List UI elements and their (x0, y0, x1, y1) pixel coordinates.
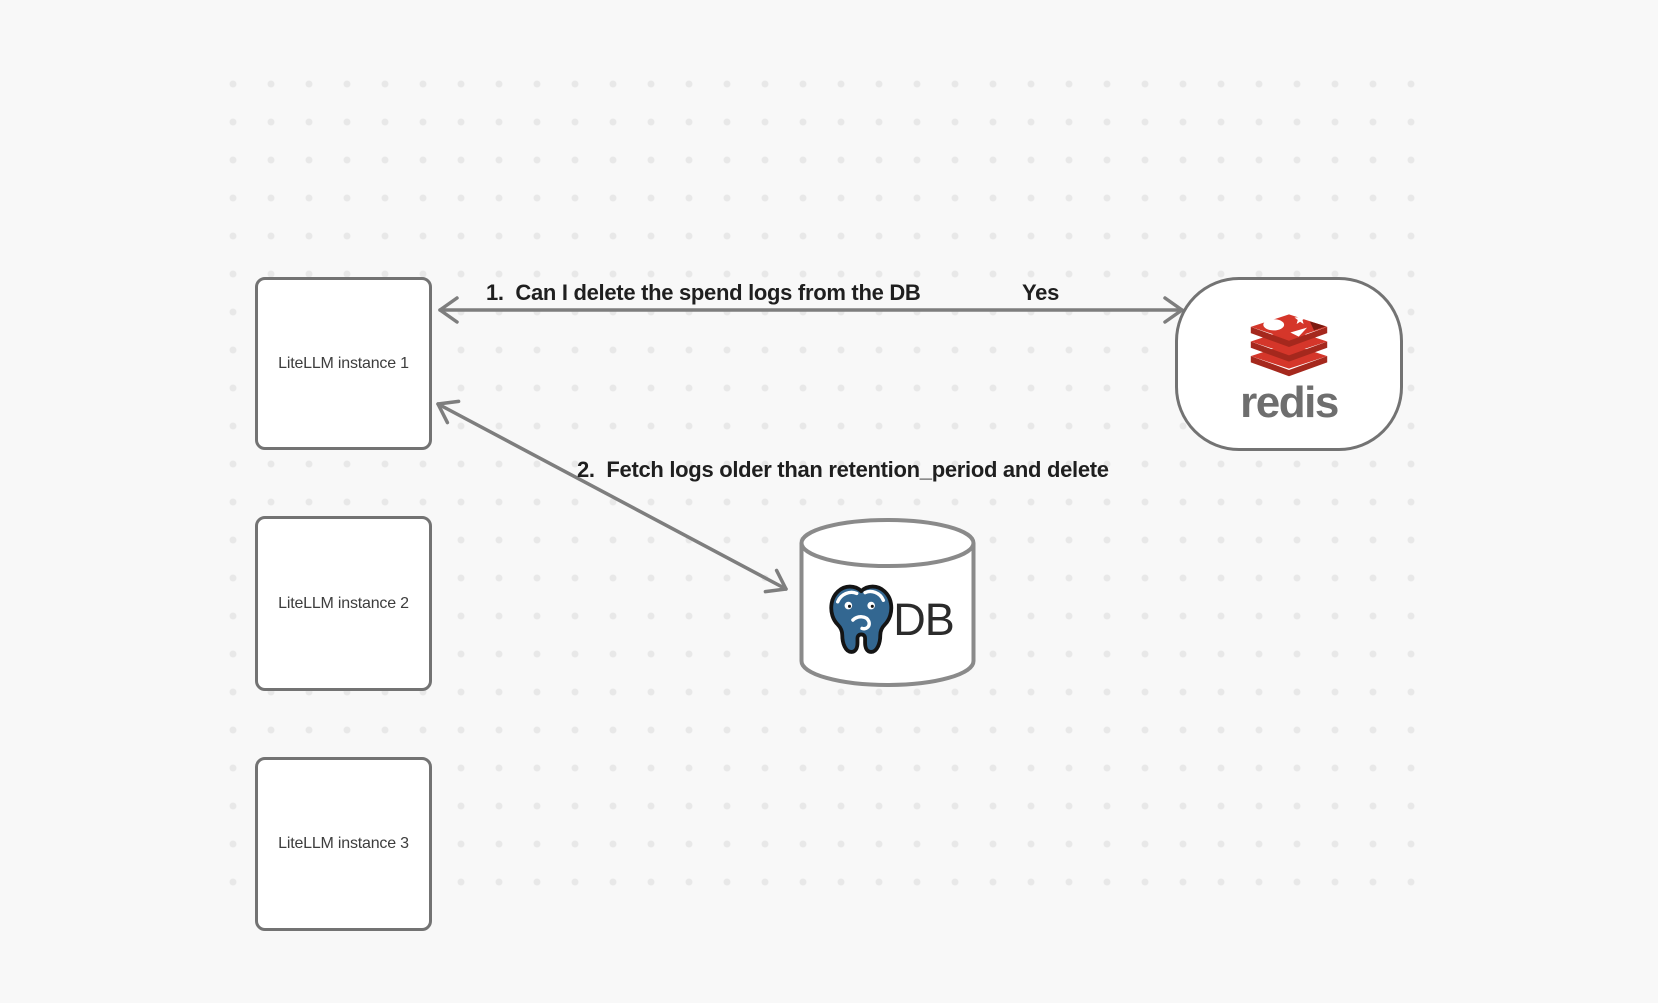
database-node[interactable]: DB (799, 517, 976, 689)
litellm-instance-2-node[interactable]: LiteLLM instance 2 (255, 516, 432, 691)
redis-node[interactable]: redis (1175, 277, 1403, 451)
edge-label-delete-spend-logs[interactable]: 1. Can I delete the spend logs from the … (486, 280, 921, 305)
litellm-instance-1-label: LiteLLM instance 1 (278, 354, 409, 372)
edge-label-yes-response[interactable]: Yes (1022, 280, 1060, 305)
postgresql-icon (829, 584, 894, 654)
redis-wordmark-label: redis (1240, 378, 1339, 427)
litellm-instance-2-label: LiteLLM instance 2 (278, 594, 409, 612)
litellm-instance-1-node[interactable]: LiteLLM instance 1 (255, 277, 432, 450)
database-label: DB (893, 594, 955, 645)
arrow-litellm-db[interactable] (436, 399, 788, 594)
litellm-instance-3-node[interactable]: LiteLLM instance 3 (255, 757, 432, 931)
edge-label-fetch-logs[interactable]: 2. Fetch logs older than retention_perio… (577, 457, 1109, 482)
redis-logo-icon (1250, 313, 1328, 377)
litellm-instance-3-label: LiteLLM instance 3 (278, 835, 409, 852)
